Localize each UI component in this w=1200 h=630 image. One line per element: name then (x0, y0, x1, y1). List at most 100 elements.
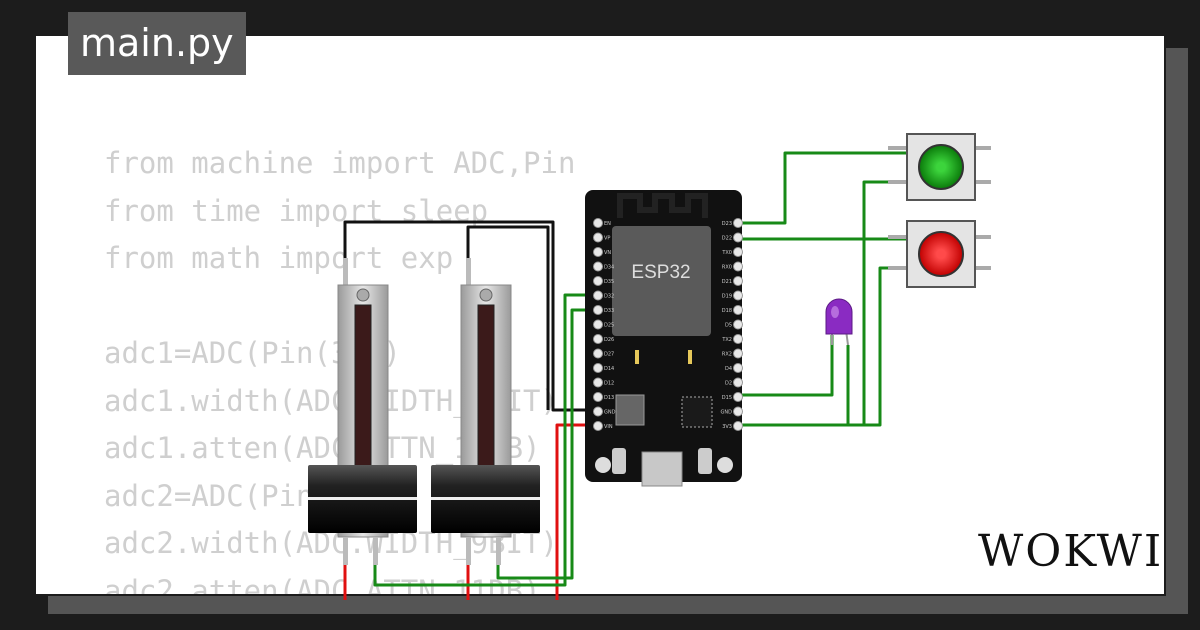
pin-tx2[interactable] (733, 334, 743, 344)
pot-pin (343, 258, 348, 288)
pin-d27[interactable] (593, 348, 603, 359)
gnd-wire (466, 225, 550, 410)
pin-d21[interactable] (733, 276, 743, 286)
pin-label: D18 (722, 308, 732, 314)
pin-label: VP (604, 236, 610, 242)
pin-label: TX0 (721, 250, 732, 256)
pin-label: D19 (722, 294, 732, 300)
button-cap[interactable] (918, 231, 964, 277)
pot-pin (466, 537, 471, 565)
pin-vp[interactable] (593, 232, 603, 243)
pin-label: D26 (604, 337, 614, 343)
pin-rx0[interactable] (733, 261, 743, 272)
pin-d5[interactable] (733, 319, 743, 330)
left-pin-header: ENVPVND34D35D32D33D25D26D27D14D12D13GNDV… (593, 218, 616, 431)
pin-d23[interactable] (733, 218, 743, 228)
pin-d14[interactable] (593, 363, 603, 373)
vcc-wire (555, 423, 598, 600)
pin-gnd[interactable] (733, 406, 743, 417)
pin-vin[interactable] (593, 421, 603, 431)
en-button[interactable] (698, 448, 712, 474)
signal-wire (738, 180, 910, 427)
pin-label: D15 (722, 395, 732, 401)
pin-label: EN (604, 221, 611, 227)
pot-pin (373, 537, 378, 565)
boot-button[interactable] (612, 448, 626, 474)
red-pushbutton[interactable] (888, 220, 991, 288)
gnd-wire (343, 220, 598, 412)
led-body (825, 298, 853, 335)
pot-pin (343, 537, 348, 565)
wokwi-logo: WOKWI (978, 526, 1164, 577)
right-pin-header: D23D22TX0RX0D21D19D18D5TX2RX2D4D2D15GND3… (721, 218, 743, 431)
pin-tx0[interactable] (733, 247, 743, 257)
pin-d34[interactable] (593, 261, 603, 272)
signal-wire (373, 293, 598, 587)
pin-label: TX2 (721, 337, 732, 343)
pin-label: D22 (722, 236, 732, 242)
esp32-board[interactable]: ESP32 ENVPVND34D35D32D33D25D26D27D14D12D… (585, 190, 743, 487)
pin-label: D25 (604, 323, 614, 329)
knob-line (431, 497, 540, 500)
slide-potentiometer[interactable] (431, 258, 540, 565)
pin-d12[interactable] (593, 377, 603, 388)
mount-hole (717, 457, 733, 473)
pin-label: D2 (725, 381, 732, 387)
pin-rx2[interactable] (733, 348, 743, 359)
pin-label: GND (604, 410, 616, 416)
pin-d32[interactable] (593, 290, 603, 301)
pot-pin (496, 537, 501, 565)
pin-label: RX2 (722, 352, 732, 358)
pin-label: D4 (725, 366, 732, 372)
pin-d4[interactable] (733, 363, 743, 373)
pin-d18[interactable] (733, 305, 743, 315)
pin-d2[interactable] (733, 377, 743, 388)
pin-d22[interactable] (733, 232, 743, 243)
pin-gnd[interactable] (593, 406, 603, 417)
slide-potentiometer[interactable] (308, 258, 417, 565)
pin-label: VN (604, 250, 611, 256)
pin-en[interactable] (593, 218, 603, 228)
pin-d15[interactable] (733, 392, 743, 402)
pin-label: D5 (725, 323, 732, 329)
screw-icon (356, 288, 370, 302)
pin-3v3[interactable] (733, 421, 743, 431)
pin-d33[interactable] (593, 305, 603, 315)
pin-label: D12 (604, 381, 614, 387)
signal-wire (738, 151, 910, 225)
button-cap[interactable] (918, 144, 964, 190)
pin-d13[interactable] (593, 392, 603, 402)
code-line: from math import exp (104, 241, 454, 275)
pin-label: D13 (604, 395, 614, 401)
pin-label: D21 (722, 279, 732, 285)
screw-icon (479, 288, 493, 302)
wifi-module (612, 226, 711, 336)
pin-label: 3V3 (722, 424, 732, 430)
pin-d25[interactable] (593, 319, 603, 330)
usb-chip (681, 396, 713, 428)
chip-label: ESP32 (631, 262, 690, 283)
pin-label: D14 (604, 366, 614, 372)
pin-d35[interactable] (593, 276, 603, 286)
pin-label: D35 (604, 279, 614, 285)
knob-line (308, 497, 417, 500)
pin-d19[interactable] (733, 290, 743, 301)
code-line: from machine import ADC,Pin (104, 146, 576, 180)
pin-label: D32 (604, 294, 614, 300)
pin-vn[interactable] (593, 247, 603, 257)
purple-led[interactable] (825, 298, 853, 346)
antenna-icon (617, 193, 708, 218)
pin-d26[interactable] (593, 334, 603, 344)
green-pushbutton[interactable] (888, 133, 991, 201)
usb-port (641, 451, 683, 487)
file-tab[interactable]: main.py (68, 12, 246, 75)
pot-pin (466, 258, 471, 288)
signal-wire (496, 308, 598, 580)
pin-label: GND (721, 410, 733, 416)
pin-label: D33 (604, 308, 614, 314)
pin-label: D34 (604, 265, 614, 271)
pin-label: D23 (722, 221, 732, 227)
regulator (615, 394, 645, 426)
code-editor[interactable]: from machine import ADC,Pin from time im… (104, 140, 576, 594)
